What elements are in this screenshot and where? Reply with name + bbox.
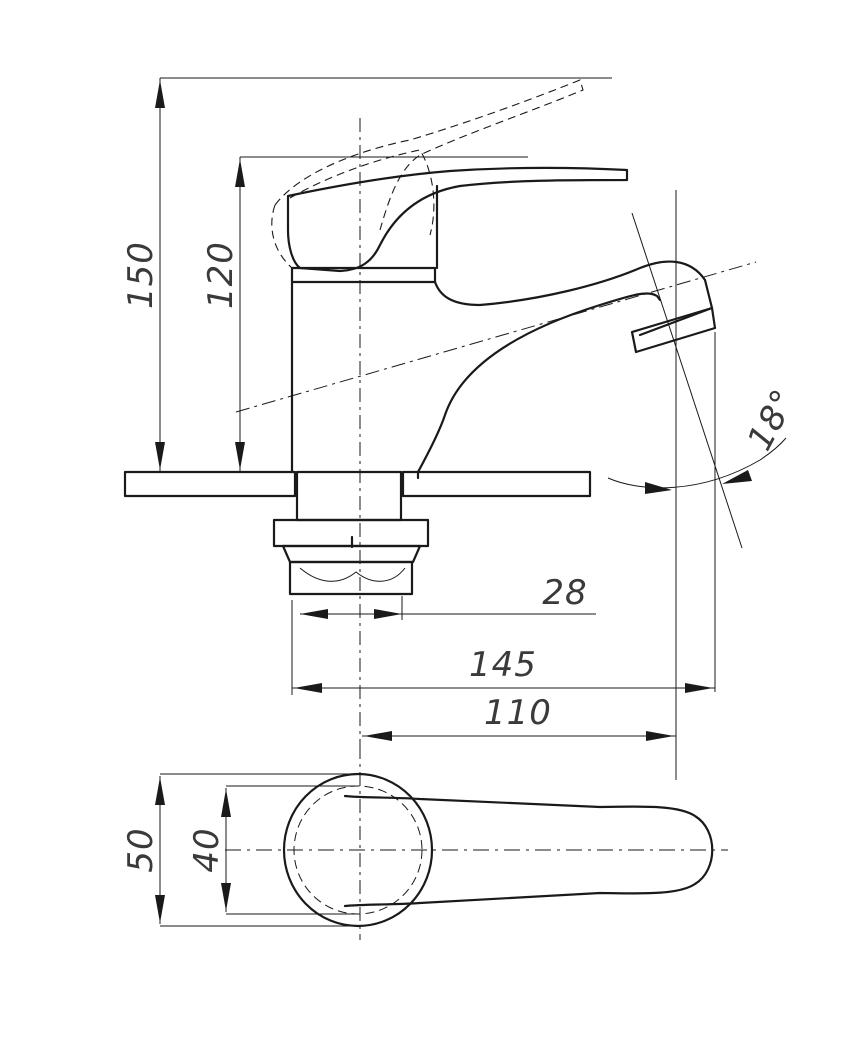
dim-label-40: 40	[187, 827, 227, 872]
side-view: 150 120 28 145	[121, 77, 805, 780]
dimension-50: 50	[121, 773, 360, 927]
dim-label-150: 150	[121, 241, 161, 309]
mounting-shank	[272, 470, 430, 596]
aerator	[630, 306, 717, 354]
dim-label-145: 145	[469, 645, 537, 685]
dim-label-18-deg: 18°	[740, 383, 805, 458]
dimension-150: 150	[121, 77, 612, 472]
top-view: 50 40	[121, 745, 728, 940]
dimension-40: 40	[187, 785, 356, 915]
aerator-axis-line	[631, 212, 743, 549]
lever-handle	[286, 166, 629, 273]
dim-label-120: 120	[201, 241, 241, 309]
faucet-body-and-spout	[290, 260, 714, 474]
lever-top-outline	[343, 794, 714, 908]
dimension-145: 145	[292, 332, 716, 693]
countertop-section	[123, 470, 592, 498]
dimension-28: 28	[291, 573, 596, 695]
base-inner-circle-hidden	[293, 785, 423, 915]
dim-label-28: 28	[542, 573, 587, 613]
dimension-120: 120	[201, 156, 528, 472]
dimension-110: 110	[362, 190, 677, 780]
dim-label-50: 50	[121, 827, 161, 872]
lever-raised-phantom	[271, 79, 584, 269]
spout-axis-line	[235, 261, 757, 413]
dim-label-110: 110	[484, 693, 552, 733]
